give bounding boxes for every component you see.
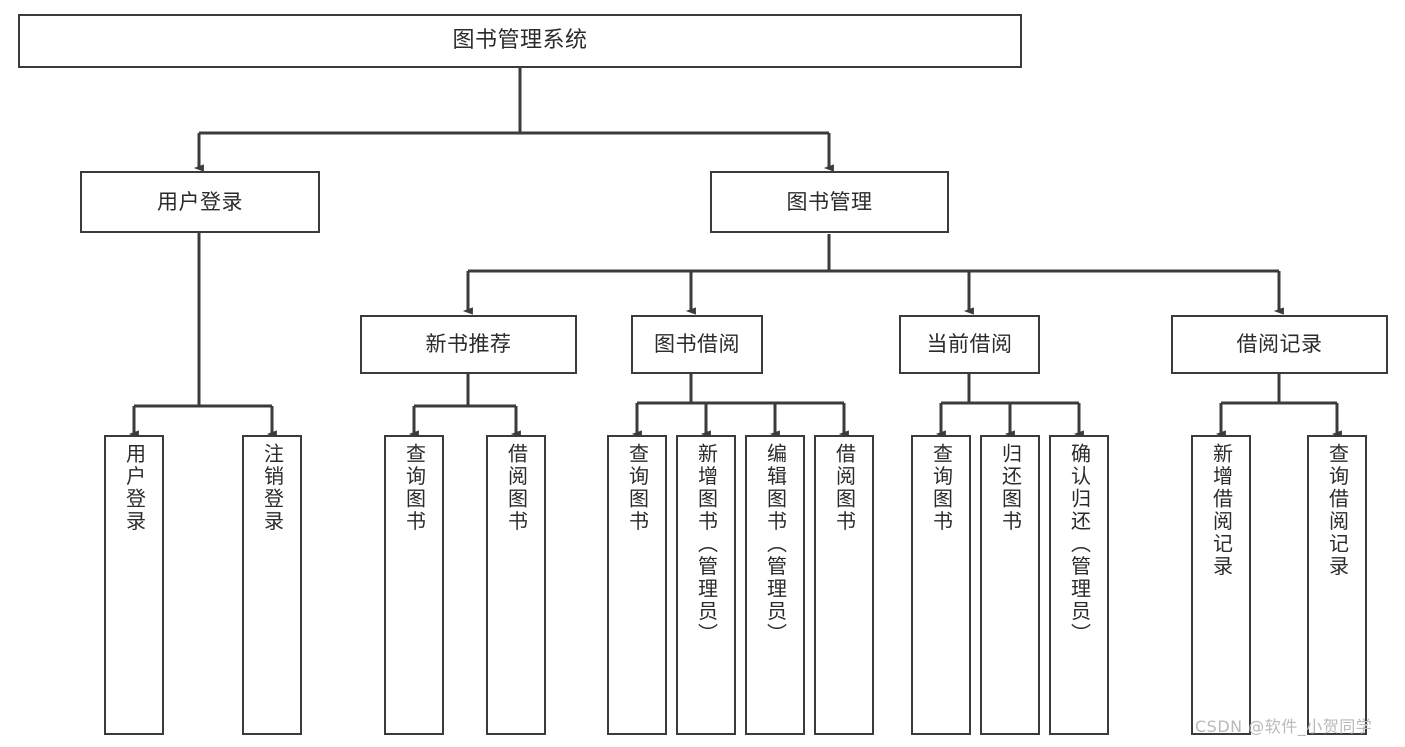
node-label: 查询图书	[402, 443, 427, 533]
leaf-return-book[interactable]: 归还图书	[980, 435, 1040, 735]
node-label: 新增图书（管理员）	[694, 443, 719, 646]
leaf-borrow-book-recommend[interactable]: 借阅图书	[486, 435, 546, 735]
node-user-login[interactable]: 用户登录	[80, 171, 320, 233]
leaf-user-login[interactable]: 用户登录	[104, 435, 164, 735]
node-label: 图书管理系统	[452, 28, 588, 54]
node-label: 查询借阅记录	[1325, 443, 1350, 578]
node-label: 借阅图书	[504, 443, 529, 533]
node-label: 查询图书	[929, 443, 954, 533]
node-label: 图书管理	[786, 189, 873, 214]
leaf-query-book-recommend[interactable]: 查询图书	[384, 435, 444, 735]
node-label: 新书推荐	[425, 332, 512, 357]
edge-group-borrow-record	[1215, 374, 1342, 438]
leaf-edit-book-admin[interactable]: 编辑图书（管理员）	[745, 435, 805, 735]
leaf-logout-login[interactable]: 注销登录	[242, 435, 302, 735]
node-label: 用户登录	[157, 189, 243, 214]
node-label: 图书借阅	[654, 332, 740, 357]
node-label: 新增借阅记录	[1209, 443, 1234, 578]
node-label: 注销登录	[260, 443, 285, 533]
node-label: 用户登录	[122, 443, 147, 533]
node-borrow-record[interactable]: 借阅记录	[1171, 315, 1388, 374]
edge-group-user-login	[128, 233, 277, 438]
leaf-query-book-current[interactable]: 查询图书	[911, 435, 971, 735]
leaf-query-borrow-record[interactable]: 查询借阅记录	[1307, 435, 1367, 735]
edge-group-new-book-recommend	[408, 374, 521, 438]
leaf-add-book-admin[interactable]: 新增图书（管理员）	[676, 435, 736, 735]
edge-group-root	[193, 68, 834, 172]
leaf-borrow-book[interactable]: 借阅图书	[814, 435, 874, 735]
node-book-management-system[interactable]: 图书管理系统	[18, 14, 1022, 68]
leaf-add-borrow-record[interactable]: 新增借阅记录	[1191, 435, 1251, 735]
node-book-borrow[interactable]: 图书借阅	[631, 315, 763, 374]
node-label: 确认归还（管理员）	[1067, 443, 1092, 646]
node-label: 借阅记录	[1236, 332, 1323, 357]
node-label: 当前借阅	[926, 332, 1013, 357]
leaf-confirm-return-admin[interactable]: 确认归还（管理员）	[1049, 435, 1109, 735]
node-book-management[interactable]: 图书管理	[710, 171, 949, 233]
node-label: 借阅图书	[832, 443, 857, 533]
edge-group-book-borrow	[631, 374, 849, 438]
node-label: 编辑图书（管理员）	[763, 443, 788, 646]
node-label: 归还图书	[998, 443, 1023, 533]
edge-group-book-manage	[462, 234, 1284, 315]
edge-group-current-borrow	[935, 374, 1084, 438]
node-new-book-recommend[interactable]: 新书推荐	[360, 315, 577, 374]
leaf-query-book-borrow[interactable]: 查询图书	[607, 435, 667, 735]
node-current-borrow[interactable]: 当前借阅	[899, 315, 1040, 374]
node-label: 查询图书	[625, 443, 650, 533]
